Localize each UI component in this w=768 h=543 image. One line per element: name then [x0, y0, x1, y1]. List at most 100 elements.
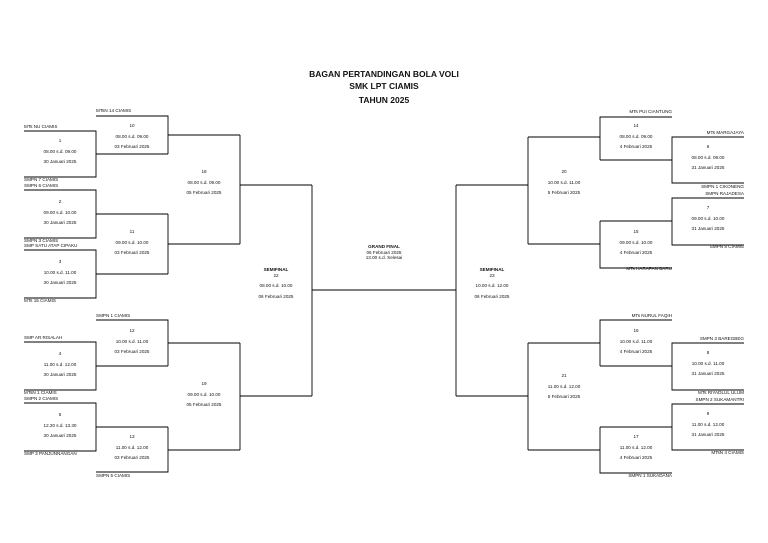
- bracket-line-m17: [528, 427, 672, 474]
- match-time: 09.00 s.d. 10.00: [691, 215, 725, 221]
- bracket-line-m14: [528, 116, 672, 160]
- team-label: MTs NURUL FAQIH: [631, 313, 672, 318]
- match-info-8: 8 10.00 s.d. 11.00 31 Januari 2025: [678, 350, 738, 377]
- match-number: 10: [129, 123, 135, 128]
- match-time: 09.00 s.d. 10.00: [619, 239, 653, 245]
- match-date: 4 Februari 2025: [619, 144, 653, 150]
- match-info-19: 19 09.00 s.d. 10.00 05 Februari 2025: [174, 381, 234, 408]
- bracket-line-m5: [24, 402, 168, 452]
- bracket-line-m11: [167, 214, 240, 274]
- match-number: 3: [58, 259, 62, 264]
- bracket-line-m3: [24, 249, 168, 299]
- semifinal-label: SEMIFINAL: [479, 267, 505, 272]
- team-label: SMP AR RISALAH: [24, 335, 63, 340]
- team-label: MTs HARAPAN BARU: [626, 266, 672, 271]
- match-time: 11.00 s.d. 12.00: [619, 444, 653, 450]
- match-time: 10.00 s.d. 11.00: [619, 338, 653, 344]
- bracket-line-m18: [239, 135, 312, 244]
- bracket-line-m9: [600, 403, 744, 451]
- match-time: 11.00 s.d. 12.00: [115, 444, 149, 450]
- match-date: 06 Februari 2025: [474, 293, 510, 299]
- bracket-line-m20: [456, 137, 529, 244]
- team-label: MTs 15 CIAMIS: [24, 298, 56, 303]
- match-info-16: 16 10.00 s.d. 11.00 4 Februari 2025: [606, 328, 666, 355]
- match-info-15: 15 09.00 s.d. 10.00 4 Februari 2025: [606, 229, 666, 256]
- match-number: 12: [129, 328, 135, 333]
- bracket-line-m21: [456, 343, 529, 450]
- bracket-line-m2: [24, 189, 168, 239]
- team-label: SMPN 2 SUKAMANTRI: [695, 397, 745, 402]
- match-date: 31 Januari 2025: [691, 165, 725, 171]
- match-date: 06 Februari 2025: [366, 249, 402, 255]
- match-number: 23: [489, 272, 495, 278]
- bracket-line-m15: [528, 221, 672, 269]
- match-info-6: 6 08.00 s.d. 09.00 31 Januari 2025: [678, 144, 738, 171]
- bracket-line-m8: [600, 342, 744, 391]
- match-time: 13.00 s.d. Selesai: [365, 255, 403, 261]
- match-number: 19: [201, 381, 207, 386]
- bracket-line-m7: [600, 197, 744, 246]
- team-label: SMPN 7 CIAMIS: [24, 177, 59, 182]
- page-subtitle-year: TAHUN 2025: [358, 95, 410, 105]
- bracket-line-m1: [24, 130, 168, 178]
- match-number: 7: [706, 205, 710, 210]
- bracket-line-m6: [600, 136, 744, 184]
- match-time: 08.00 s.d. 09.00: [115, 133, 149, 139]
- match-number: 17: [633, 434, 639, 439]
- grand-final-label: GRAND FINAL: [368, 244, 400, 249]
- match-time: 08.00 s.d. 09.00: [187, 179, 221, 185]
- match-date: 30 Januari 2025: [43, 372, 77, 378]
- match-info-4: 4 11.00 s.d. 12.00 30 Januari 2025: [30, 351, 90, 378]
- match-time: 10.00 s.d. 11.00: [115, 338, 149, 344]
- match-number: 21: [561, 373, 567, 378]
- team-label: MTsN 1 CIAMIS: [24, 390, 57, 395]
- match-date: 4 Februari 2025: [619, 455, 653, 461]
- match-info-9: 9 11.00 s.d. 12.00 31 Januari 2025: [678, 411, 738, 438]
- match-number: 15: [633, 229, 639, 234]
- team-label: SMPN 5 CIAMIS: [96, 473, 131, 478]
- match-info-13: 13 11.00 s.d. 12.00 03 Februari 2025: [102, 434, 162, 461]
- bracket-line-m22: [311, 185, 384, 396]
- match-number: 9: [706, 411, 710, 416]
- page-subtitle-school: SMK LPT CIAMIS: [349, 81, 419, 91]
- match-time: 09.00 s.d. 10.00: [115, 239, 149, 245]
- match-time: 09.00 s.d. 10.00: [187, 391, 221, 397]
- match-number: 22: [273, 272, 279, 278]
- match-date: 31 Januari 2025: [691, 226, 725, 232]
- team-label: MTsN 4 CIAMIS: [711, 450, 744, 455]
- match-date: 5 Februari 2025: [547, 190, 581, 196]
- match-date: 31 Januari 2025: [691, 432, 725, 438]
- team-label: MTs RIYADLUL ULUM: [698, 390, 744, 395]
- team-label: SMP SATU ATAP CIPAKU: [24, 243, 78, 248]
- match-date: 30 Januari 2025: [43, 433, 77, 439]
- match-number: 20: [561, 169, 567, 174]
- match-info-20: 20 10.00 s.d. 11.00 5 Februari 2025: [534, 169, 594, 196]
- match-time: 11.00 s.d. 12.00: [43, 361, 77, 367]
- bracket-line-m10: [96, 115, 240, 154]
- match-number: 2: [58, 199, 62, 204]
- match-time: 10.00 s.d. 11.00: [43, 269, 77, 275]
- match-date: 03 Februari 2025: [114, 349, 150, 355]
- match-number: 16: [633, 328, 639, 333]
- team-label: SMPN 2 CIAMIS: [24, 396, 59, 401]
- match-info-10: 10 08.00 s.d. 09.00 03 Februari 2025: [102, 123, 162, 150]
- match-number: 6: [706, 144, 710, 149]
- match-time: 08.00 s.d. 10.00: [259, 283, 293, 289]
- match-time: 11.00 s.d. 12.00: [691, 421, 725, 427]
- match-time: 10.00 s.d. 11.00: [691, 360, 725, 366]
- match-info-21: 21 11.00 s.d. 12.00 5 Februari 2025: [534, 373, 594, 400]
- match-number: 5: [58, 412, 62, 417]
- team-label: SMPN RAJADESA: [705, 191, 744, 196]
- team-label: MTs NU CIAMIS: [24, 124, 58, 129]
- team-label: SMPN 3 BAREGBEG: [699, 336, 744, 341]
- bracket-line-m13: [96, 427, 240, 473]
- match-info-7: 7 09.00 s.d. 10.00 31 Januari 2025: [678, 205, 738, 232]
- team-label: MTs MARGAJAYA: [706, 130, 744, 135]
- match-date: 4 Februari 2025: [619, 250, 653, 256]
- bracket-line-m12: [96, 319, 240, 366]
- bracket-line-m19: [239, 343, 312, 450]
- match-date: 5 Februari 2025: [547, 394, 581, 400]
- match-info-23: SEMIFINAL 23 10.00 s.d. 12.00 06 Februar…: [462, 267, 522, 299]
- match-number: 1: [58, 138, 62, 143]
